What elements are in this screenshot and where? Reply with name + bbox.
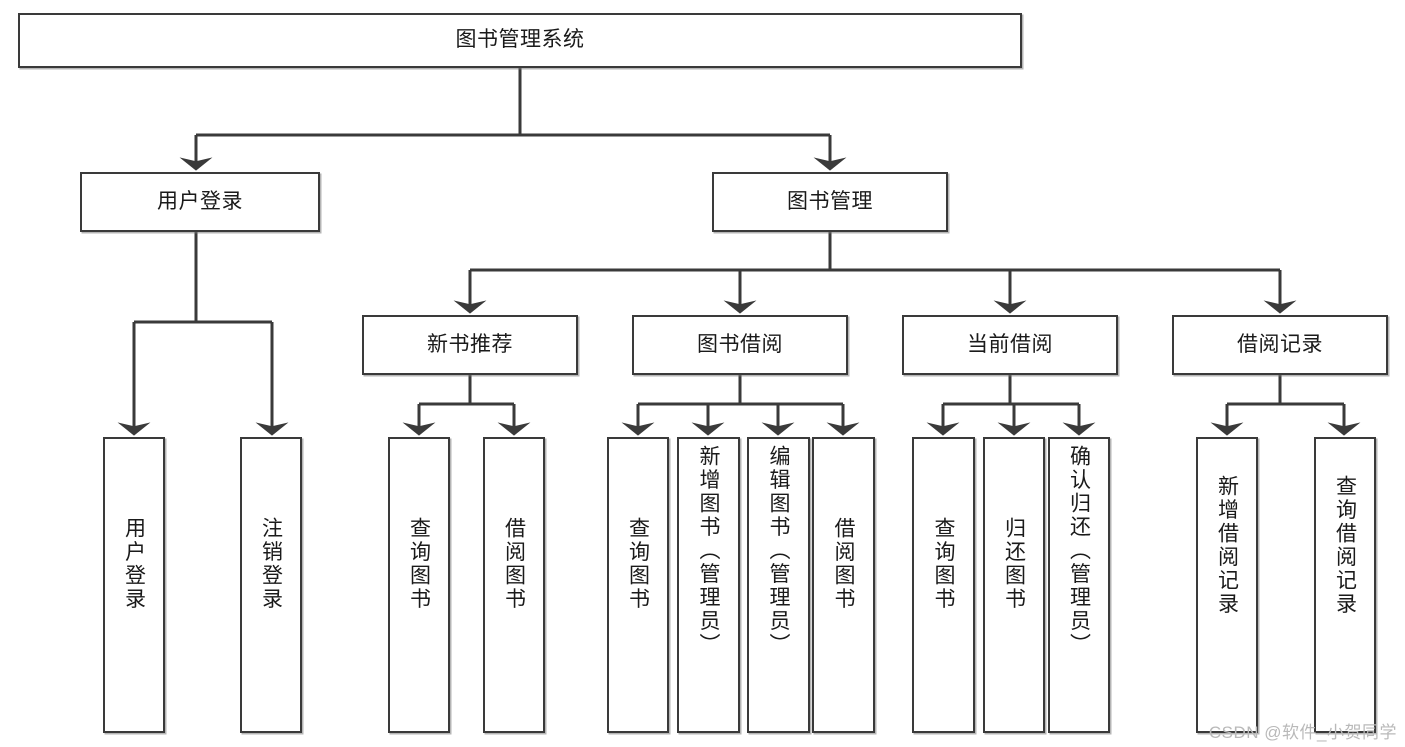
node-current-borrow-label: 当前借阅 bbox=[967, 332, 1053, 356]
node-leaf-query-book-2[interactable]: 查询图书 bbox=[607, 437, 669, 733]
node-leaf-query-book-1[interactable]: 查询图书 bbox=[388, 437, 450, 733]
node-leaf-edit-book[interactable]: 编辑图书（管理员） bbox=[747, 437, 810, 733]
node-leaf-query-book-3[interactable]: 查询图书 bbox=[912, 437, 975, 733]
node-root-label: 图书管理系统 bbox=[455, 28, 585, 52]
node-leaf-query-record[interactable]: 查询借阅记录 bbox=[1314, 437, 1376, 733]
node-new-book-recommend-label: 新书推荐 bbox=[427, 332, 513, 356]
node-leaf-query-record-label: 查询借阅记录 bbox=[1333, 475, 1357, 616]
node-leaf-return-book[interactable]: 归还图书 bbox=[983, 437, 1045, 733]
node-leaf-user-logout[interactable]: 注销登录 bbox=[240, 437, 302, 733]
node-leaf-add-book[interactable]: 新增图书（管理员） bbox=[677, 437, 740, 733]
node-leaf-borrow-book-2-label: 借阅图书 bbox=[832, 517, 855, 611]
node-leaf-add-book-label: 新增图书（管理员） bbox=[697, 445, 720, 657]
node-leaf-query-book-2-label: 查询图书 bbox=[626, 517, 650, 611]
node-leaf-add-record[interactable]: 新增借阅记录 bbox=[1196, 437, 1258, 733]
node-leaf-confirm-return[interactable]: 确认归还（管理员） bbox=[1048, 437, 1110, 733]
node-leaf-return-book-label: 归还图书 bbox=[1002, 517, 1026, 611]
node-leaf-edit-book-label: 编辑图书（管理员） bbox=[767, 445, 790, 657]
node-root[interactable]: 图书管理系统 bbox=[18, 13, 1022, 68]
node-user-login-label: 用户登录 bbox=[157, 189, 243, 213]
node-leaf-borrow-book-1[interactable]: 借阅图书 bbox=[483, 437, 545, 733]
node-leaf-user-login-label: 用户登录 bbox=[122, 517, 146, 611]
node-leaf-query-book-3-label: 查询图书 bbox=[932, 517, 955, 611]
node-book-manage[interactable]: 图书管理 bbox=[712, 172, 948, 232]
node-leaf-borrow-book-1-label: 借阅图书 bbox=[502, 517, 526, 611]
node-borrow-record[interactable]: 借阅记录 bbox=[1172, 315, 1388, 375]
node-leaf-borrow-book-2[interactable]: 借阅图书 bbox=[812, 437, 875, 733]
node-book-borrow-label: 图书借阅 bbox=[697, 332, 783, 356]
node-leaf-user-login[interactable]: 用户登录 bbox=[103, 437, 165, 733]
node-leaf-confirm-return-label: 确认归还（管理员） bbox=[1067, 445, 1091, 657]
node-user-login[interactable]: 用户登录 bbox=[80, 172, 320, 232]
node-book-borrow[interactable]: 图书借阅 bbox=[632, 315, 848, 375]
node-borrow-record-label: 借阅记录 bbox=[1237, 332, 1323, 356]
node-leaf-add-record-label: 新增借阅记录 bbox=[1215, 475, 1239, 616]
node-leaf-query-book-1-label: 查询图书 bbox=[407, 517, 431, 611]
node-book-manage-label: 图书管理 bbox=[787, 189, 873, 213]
node-leaf-user-logout-label: 注销登录 bbox=[259, 517, 283, 611]
csdn-watermark: CSDN @软件_小贺同学 bbox=[1208, 723, 1397, 742]
node-new-book-recommend[interactable]: 新书推荐 bbox=[362, 315, 578, 375]
node-current-borrow[interactable]: 当前借阅 bbox=[902, 315, 1118, 375]
